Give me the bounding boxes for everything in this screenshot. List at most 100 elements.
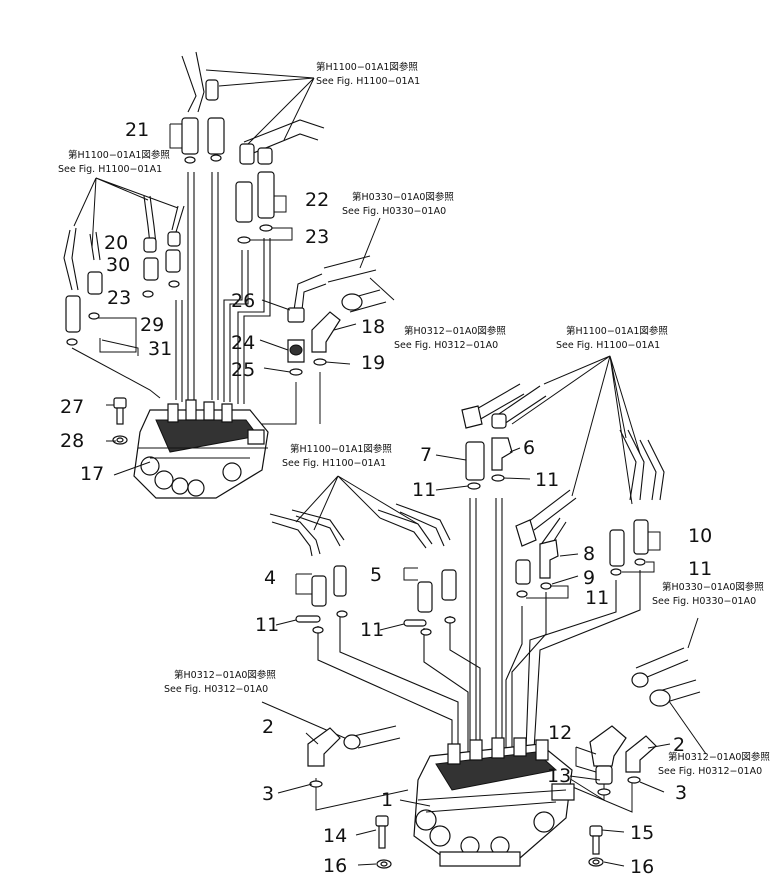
part-number-11-c: 11 bbox=[688, 558, 712, 580]
fitting-6 bbox=[491, 437, 513, 482]
fitting-10 bbox=[609, 519, 661, 567]
washer-16-left bbox=[376, 859, 392, 869]
hose-26 bbox=[287, 255, 387, 323]
ref-h0330-right-en: See Fig. H0330−01A0 bbox=[652, 596, 756, 607]
ref-h0312-left-en: See Fig. H0312−01A0 bbox=[164, 684, 268, 695]
fitting-21 bbox=[169, 117, 225, 164]
o-rings-11-right bbox=[610, 558, 655, 576]
ref-h1100-right: 第H1100−01A1図参照 See Fig. H1100−01A1 bbox=[556, 325, 668, 351]
control-valve-17 bbox=[133, 399, 269, 499]
ref-h1100-center-jp: 第H1100−01A1図参照 bbox=[290, 443, 392, 455]
lower-hose-h0312 bbox=[343, 725, 401, 750]
ref-h0312-right: 第H0312−01A0図参照 See Fig. H0312−01A0 bbox=[658, 751, 770, 777]
part-number-23-left: 23 bbox=[107, 287, 131, 309]
ref-h1100-right-en: See Fig. H1100−01A1 bbox=[556, 340, 660, 351]
part-number-18: 18 bbox=[361, 316, 385, 338]
fitting-8-9 bbox=[515, 539, 569, 599]
part-number-6: 6 bbox=[523, 437, 535, 459]
ref-h0312-mid-en: See Fig. H0312−01A0 bbox=[394, 340, 498, 351]
ref-h0330-top: 第H0330−01A0図参照 See Fig. H0330−01A0 bbox=[342, 191, 454, 217]
ref-h0312-mid: 第H0312−01A0図参照 See Fig. H0312−01A0 bbox=[394, 325, 506, 351]
ref-h0312-right-en: See Fig. H0312−01A0 bbox=[658, 766, 762, 777]
part-number-28: 28 bbox=[60, 430, 84, 452]
elbow-2-right bbox=[625, 735, 657, 784]
fitting-30 bbox=[87, 271, 103, 295]
part-number-15: 15 bbox=[630, 822, 654, 844]
elbow-18 bbox=[311, 311, 341, 353]
part-number-30: 30 bbox=[106, 254, 130, 276]
part-number-29: 29 bbox=[140, 314, 164, 336]
fitting-20 bbox=[143, 249, 181, 281]
part-number-11-b: 11 bbox=[535, 469, 559, 491]
part-number-1: 1 bbox=[381, 789, 393, 811]
ref-h0312-mid-jp: 第H0312−01A0図参照 bbox=[404, 325, 506, 337]
ref-h1100-left-jp: 第H1100−01A1図参照 bbox=[68, 149, 170, 161]
ref-h1100-top-jp: 第H1100−01A1図参照 bbox=[316, 61, 418, 73]
bolt-15 bbox=[589, 825, 603, 855]
hoses-6-7 bbox=[461, 383, 547, 429]
ref-h0330-right-jp: 第H0330−01A0図参照 bbox=[662, 581, 764, 593]
part-number-3-left: 3 bbox=[262, 783, 274, 805]
ref-h1100-right-jp: 第H1100−01A1図参照 bbox=[566, 325, 668, 337]
right-lower-hoses bbox=[631, 647, 701, 707]
center-hoses bbox=[269, 503, 451, 557]
part-number-14: 14 bbox=[323, 825, 347, 847]
ref-h0312-right-jp: 第H0312−01A0図参照 bbox=[668, 751, 770, 763]
part-number-2-left: 2 bbox=[262, 716, 274, 738]
part-number-22: 22 bbox=[305, 189, 329, 211]
bolt-14 bbox=[375, 815, 389, 849]
ref-h0330-top-en: See Fig. H0330−01A0 bbox=[342, 206, 446, 217]
o-rings-23b bbox=[142, 280, 180, 298]
upper-hoses bbox=[181, 51, 325, 165]
fitting-4 bbox=[295, 565, 347, 607]
part-number-11-e: 11 bbox=[255, 614, 279, 636]
washer-28 bbox=[112, 435, 128, 445]
part-number-24: 24 bbox=[231, 332, 255, 354]
part-number-16-left: 16 bbox=[323, 855, 347, 877]
fitting-5 bbox=[403, 567, 457, 613]
washer-16-right bbox=[588, 857, 604, 867]
ref-h1100-top-en: See Fig. H1100−01A1 bbox=[316, 76, 420, 87]
elbow-2-left bbox=[307, 727, 341, 788]
part-number-9: 9 bbox=[583, 567, 595, 589]
part-number-11-d: 11 bbox=[585, 587, 609, 609]
ref-h1100-top: 第H1100−01A1図参照 See Fig. H1100−01A1 bbox=[316, 61, 420, 87]
part-number-11-a: 11 bbox=[412, 479, 436, 501]
right-hoses bbox=[515, 429, 665, 551]
ref-h0330-right: 第H0330−01A0図参照 See Fig. H0330−01A0 bbox=[652, 581, 764, 607]
o-rings-11-center bbox=[295, 610, 456, 636]
part-number-4: 4 bbox=[264, 567, 276, 589]
part-number-31: 31 bbox=[148, 338, 172, 360]
part-number-13: 13 bbox=[547, 765, 571, 787]
ref-h0312-left: 第H0312−01A0図参照 See Fig. H0312−01A0 bbox=[164, 669, 276, 695]
left-hoses bbox=[63, 195, 185, 291]
control-valve-1 bbox=[413, 737, 575, 867]
fitting-7 bbox=[465, 441, 485, 490]
ref-h1100-left: 第H1100−01A1図参照 See Fig. H1100−01A1 bbox=[58, 149, 170, 175]
part-number-12: 12 bbox=[548, 722, 572, 744]
part-number-21: 21 bbox=[125, 119, 149, 141]
ref-h1100-center-en: See Fig. H1100−01A1 bbox=[282, 458, 386, 469]
part-number-7: 7 bbox=[420, 444, 432, 466]
part-number-2-right: 2 bbox=[673, 734, 685, 756]
part-number-3-right: 3 bbox=[675, 782, 687, 804]
part-number-20: 20 bbox=[104, 232, 128, 254]
part-number-leaders bbox=[101, 299, 671, 867]
part-number-16-right: 16 bbox=[630, 856, 654, 878]
fitting-22 bbox=[235, 171, 287, 223]
part-number-23-top: 23 bbox=[305, 226, 329, 248]
part-number-25: 25 bbox=[231, 359, 255, 381]
part-number-10: 10 bbox=[688, 525, 712, 547]
fitting-24 bbox=[287, 339, 305, 363]
reference-arrows bbox=[73, 69, 707, 755]
part-number-17: 17 bbox=[80, 463, 104, 485]
part-number-8: 8 bbox=[583, 543, 595, 565]
ref-h1100-center: 第H1100−01A1図参照 See Fig. H1100−01A1 bbox=[282, 443, 392, 469]
ref-h1100-left-en: See Fig. H1100−01A1 bbox=[58, 164, 162, 175]
part-number-26: 26 bbox=[231, 290, 255, 312]
part-numbers: 21 22 23 20 30 23 29 31 26 18 24 19 25 2… bbox=[60, 119, 712, 878]
part-number-11-f: 11 bbox=[360, 619, 384, 641]
part-number-27: 27 bbox=[60, 396, 84, 418]
part-number-19: 19 bbox=[361, 352, 385, 374]
